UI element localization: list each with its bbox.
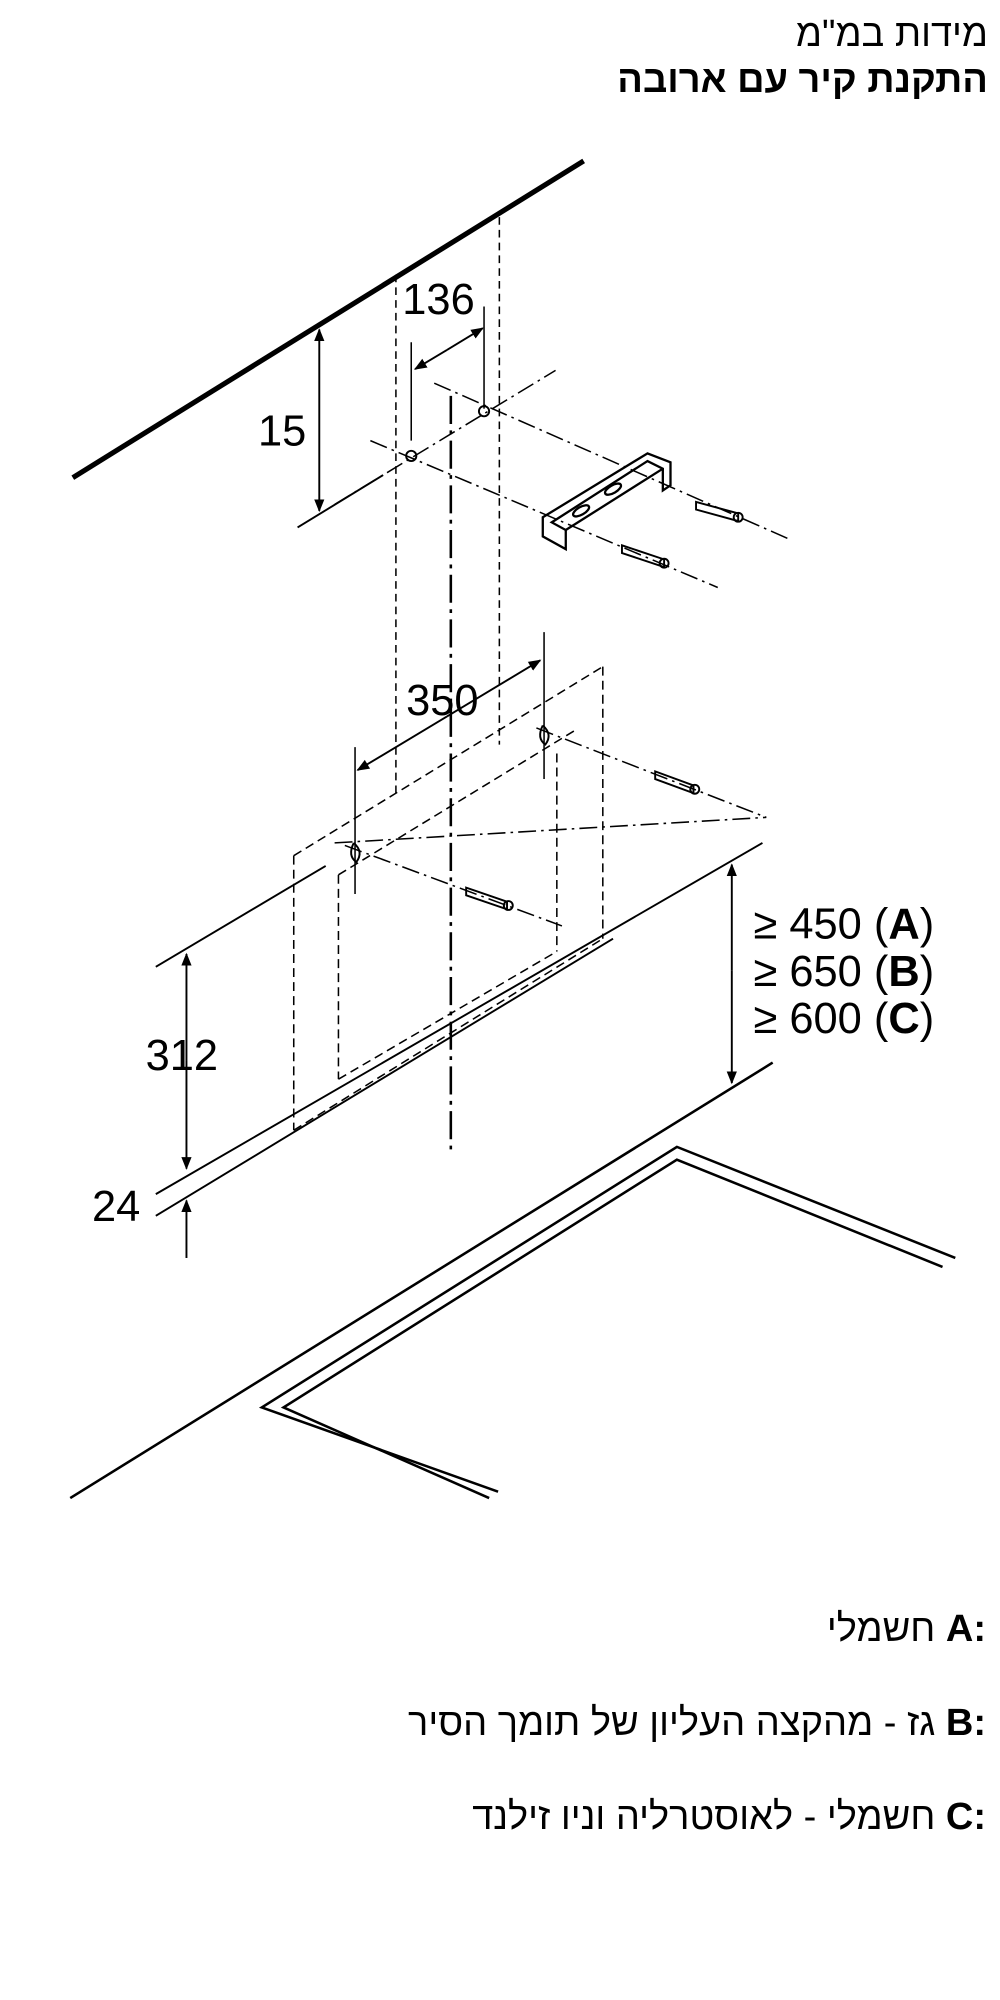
screw — [621, 544, 670, 569]
screw — [695, 500, 744, 523]
units-subtitle: מידות במ"מ — [795, 13, 988, 55]
legend-item-c: C: חשמלי - לאוסטרליה וניו זילנד — [472, 1796, 986, 1838]
cooktop — [69, 1061, 956, 1500]
legend-item-b: B: גז - מהקצה העליון של תומך הסיר — [408, 1702, 986, 1744]
page-title: התקנת קיר עם ארובה — [617, 59, 988, 101]
clearance-b: ≥ 650 (B) — [754, 948, 935, 996]
dim-350-label: 350 — [406, 677, 478, 725]
clearance-c: ≥ 600 (C) — [754, 995, 935, 1043]
clearance-a: ≥ 450 (A) — [754, 901, 935, 949]
ceiling-line — [71, 158, 585, 480]
dim-312-label: 312 — [146, 1032, 218, 1080]
dim-24-label: 24 — [92, 1183, 140, 1231]
dim-136-label: 136 — [402, 276, 474, 324]
screw — [654, 770, 701, 795]
wall-bracket — [541, 452, 672, 552]
dim-15-label: 15 — [258, 408, 306, 456]
screw — [465, 886, 514, 911]
legend-item-a: A: חשמלי — [826, 1608, 986, 1650]
